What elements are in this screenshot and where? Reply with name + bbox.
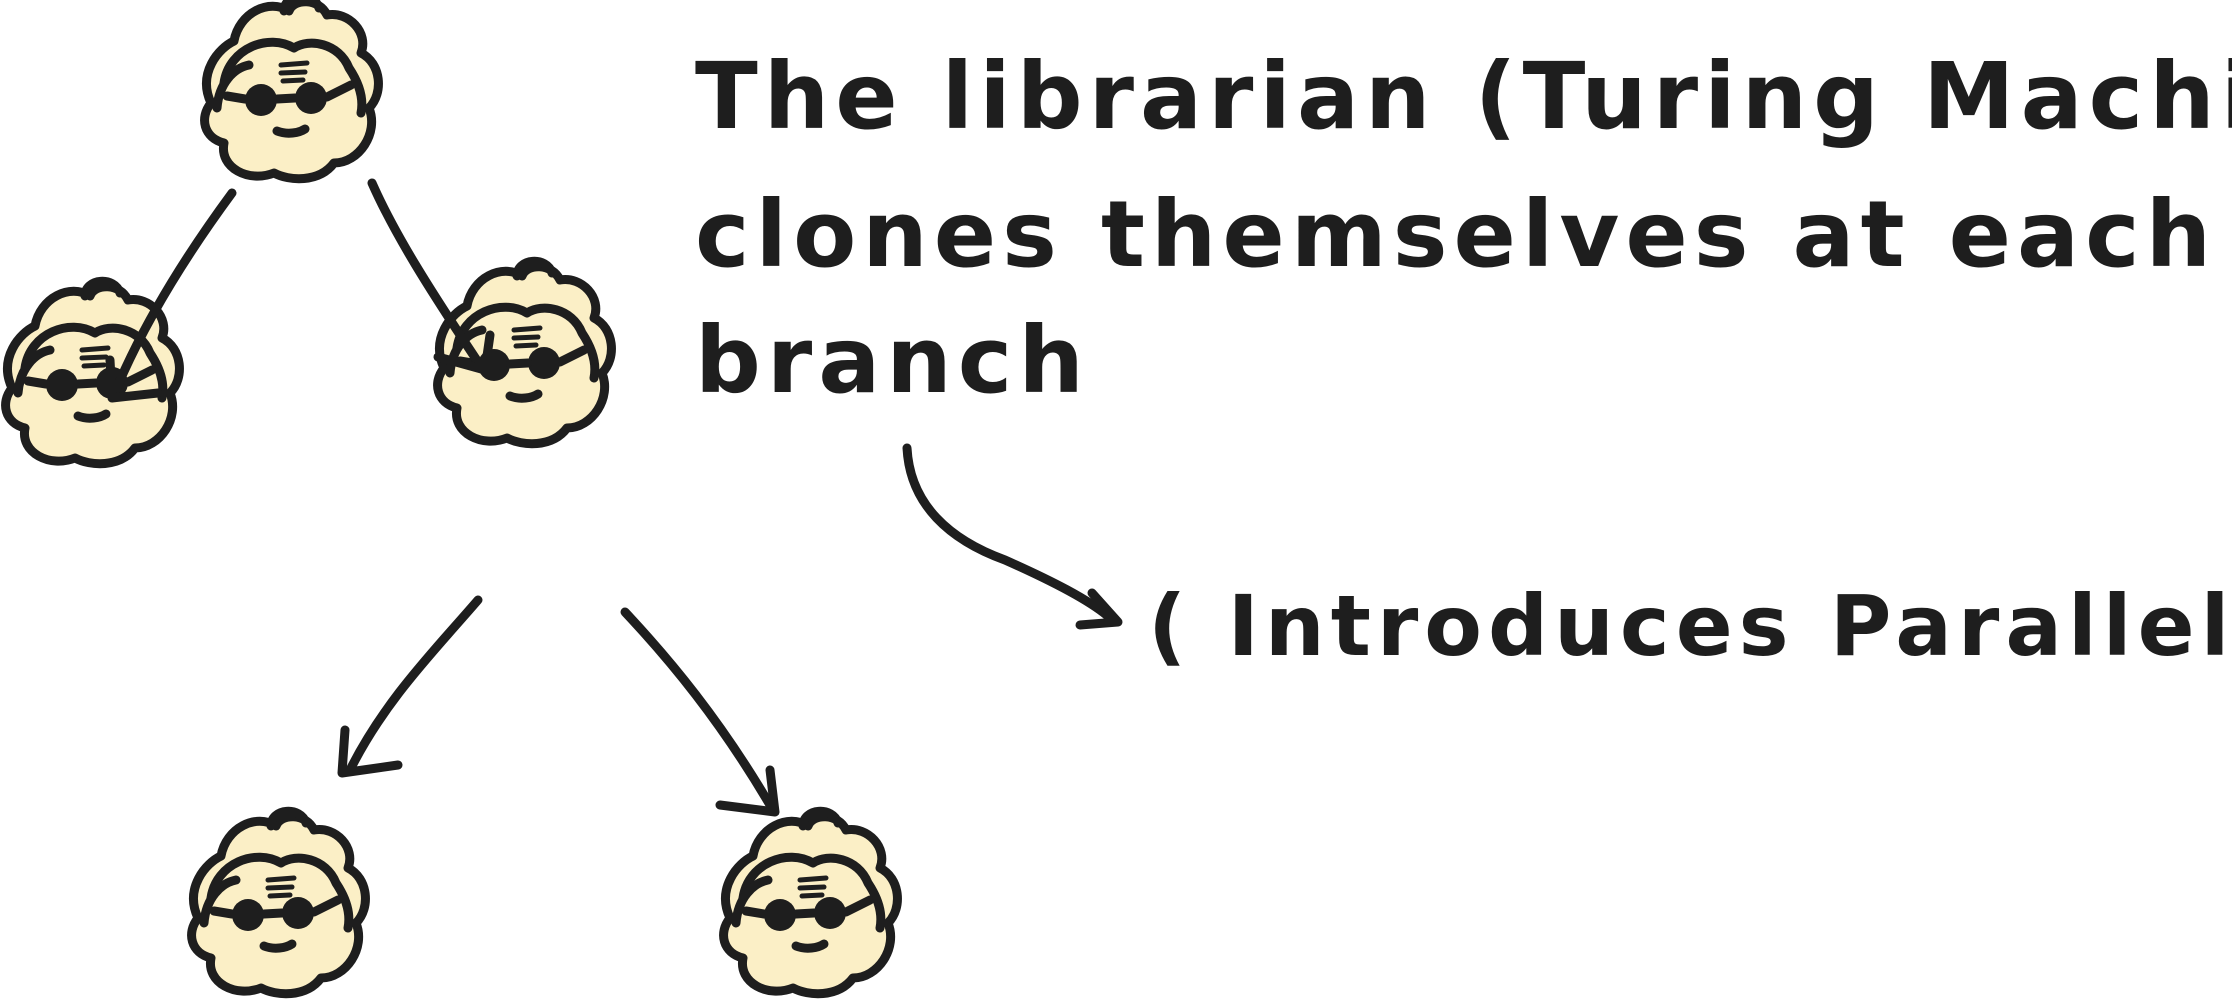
arrow-right-child-to-right-grandchild xyxy=(620,607,780,817)
librarian-icon-right-left-grandchild xyxy=(192,811,366,993)
parallelism-note: ( Introduces Parallelism) xyxy=(1148,577,2232,675)
librarian-icon-root xyxy=(205,0,379,179)
description-line-3: branch xyxy=(695,307,1090,414)
arrow-root-to-left-child xyxy=(105,188,237,403)
description-line-2: clones themselves at each xyxy=(695,181,2217,288)
librarian-icon-right-child xyxy=(438,261,612,443)
arrow-root-to-right-child xyxy=(367,178,495,375)
arrow-to-note xyxy=(902,443,1123,630)
description-line-1: The librarian (Turing Machine) xyxy=(695,43,2232,150)
arrow-right-child-to-left-grandchild xyxy=(337,595,483,778)
librarian-icon-right-right-grandchild xyxy=(724,811,898,993)
